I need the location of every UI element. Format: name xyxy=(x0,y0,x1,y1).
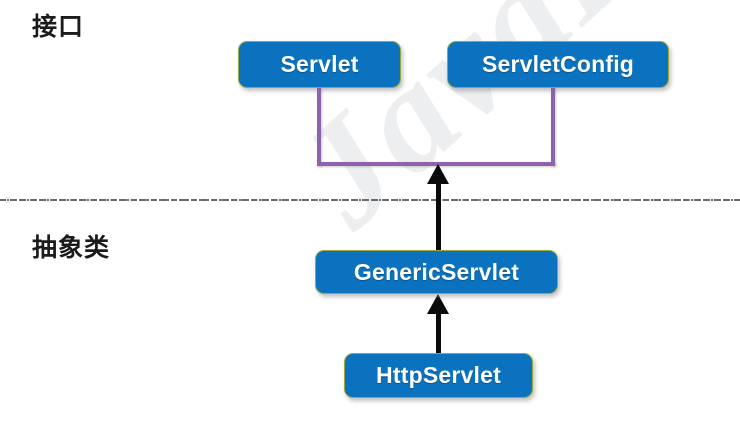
node-genericservlet-label: GenericServlet xyxy=(353,258,520,285)
implements-connector-left-leg xyxy=(317,86,321,166)
node-httpservlet[interactable]: HttpServlet xyxy=(344,353,533,398)
implements-connector-right-leg xyxy=(551,86,555,166)
arrow-shaft xyxy=(435,178,441,252)
node-genericservlet[interactable]: GenericServlet xyxy=(315,250,558,294)
arrowhead-up-icon xyxy=(427,294,449,314)
watermark-text: JavaEE xyxy=(264,0,740,258)
zone-label-interface: 接口 xyxy=(32,12,85,41)
node-servletconfig[interactable]: ServletConfig xyxy=(447,41,669,88)
node-servletconfig-label: ServletConfig xyxy=(481,51,635,77)
node-servlet-label: Servlet xyxy=(280,51,359,77)
node-httpservlet-label: HttpServlet xyxy=(376,362,501,388)
arrow-httpservlet-extends-genericservlet xyxy=(426,294,450,354)
arrow-shaft xyxy=(435,308,441,354)
zone-label-abstract: 抽象类 xyxy=(32,233,111,262)
node-servlet[interactable]: Servlet xyxy=(238,41,401,88)
arrow-genericservlet-implements-interfaces xyxy=(426,164,450,252)
zone-divider-line xyxy=(0,199,740,201)
arrowhead-up-icon xyxy=(427,164,449,184)
